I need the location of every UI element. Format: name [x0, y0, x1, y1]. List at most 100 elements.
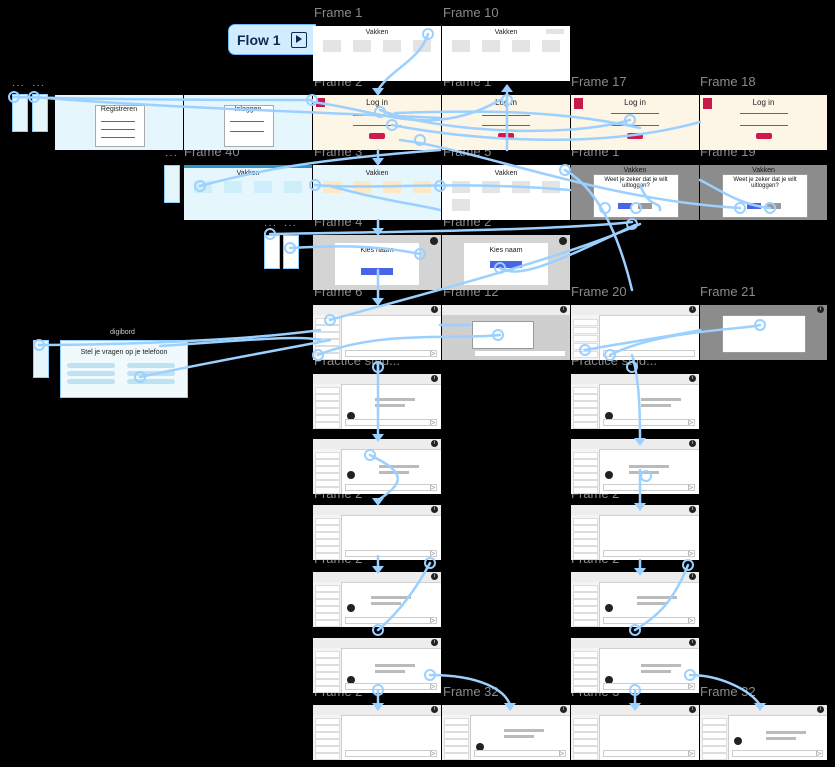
- frame-login[interactable]: Log in: [313, 95, 441, 150]
- digibord-heading: Stel je vragen op je telefoon: [80, 349, 168, 356]
- chat-input[interactable]: [603, 484, 695, 491]
- frame-inloggen[interactable]: Inloggen: [184, 95, 312, 150]
- info-icon[interactable]: i: [431, 306, 438, 313]
- screen-title: Vakken: [752, 167, 775, 174]
- chat-input[interactable]: [603, 419, 695, 426]
- chat-input[interactable]: [345, 750, 437, 757]
- info-icon[interactable]: i: [431, 375, 438, 382]
- info-icon[interactable]: i: [560, 706, 567, 713]
- chat-input[interactable]: [345, 350, 437, 357]
- send-icon[interactable]: ▷: [430, 618, 435, 624]
- info-icon[interactable]: i: [431, 706, 438, 713]
- chat-input[interactable]: [603, 683, 695, 690]
- chat-input[interactable]: [603, 750, 695, 757]
- info-icon[interactable]: i: [431, 639, 438, 646]
- chat-sidebar: [571, 715, 600, 760]
- send-icon[interactable]: ▷: [688, 618, 693, 624]
- frame-chat[interactable]: i▷: [313, 305, 441, 360]
- info-icon[interactable]: i: [689, 573, 696, 580]
- chat-input[interactable]: [345, 419, 437, 426]
- frame-chat[interactable]: i: [442, 305, 570, 360]
- send-icon[interactable]: ▷: [816, 751, 821, 757]
- frame-vakken[interactable]: Vakken: [313, 165, 441, 220]
- info-icon[interactable]: i: [431, 573, 438, 580]
- chat-input[interactable]: [732, 750, 823, 757]
- avatar-icon: [347, 604, 355, 612]
- frame-label[interactable]: Frame 18: [700, 74, 756, 89]
- chat-input[interactable]: [603, 550, 695, 557]
- frame-label[interactable]: Frame 20: [571, 284, 627, 299]
- send-icon[interactable]: ▷: [688, 751, 693, 757]
- frame-label[interactable]: Frame 10: [443, 5, 499, 20]
- frame-chat[interactable]: i▷: [571, 439, 699, 494]
- chat-input[interactable]: [474, 750, 566, 757]
- frame-chat[interactable]: i▷: [442, 705, 570, 760]
- frame-chat[interactable]: i▷: [700, 705, 827, 760]
- frame-chat[interactable]: i▷: [313, 705, 441, 760]
- info-icon[interactable]: i: [817, 706, 824, 713]
- frame-chat[interactable]: i: [571, 305, 699, 360]
- send-icon[interactable]: ▷: [688, 420, 693, 426]
- mobile-frame[interactable]: [264, 235, 280, 269]
- send-icon[interactable]: ▷: [430, 485, 435, 491]
- send-icon[interactable]: ▷: [430, 551, 435, 557]
- frame-vakken[interactable]: Vakken: [442, 165, 570, 220]
- chat-input[interactable]: [603, 350, 695, 357]
- info-icon[interactable]: i: [689, 506, 696, 513]
- send-icon[interactable]: ▷: [688, 485, 693, 491]
- info-icon[interactable]: i: [560, 306, 567, 313]
- cancel-button[interactable]: [638, 203, 652, 209]
- start-button[interactable]: [490, 261, 522, 268]
- frame-label[interactable]: Frame 32: [443, 684, 499, 699]
- confirm-button[interactable]: [618, 203, 632, 209]
- info-icon[interactable]: i: [689, 306, 696, 313]
- send-icon[interactable]: ▷: [688, 551, 693, 557]
- info-icon[interactable]: i: [431, 440, 438, 447]
- frame-label[interactable]: Frame 21: [700, 284, 756, 299]
- frame-logout-modal[interactable]: Vakken Weet je zeker dat je wilt uitlogg…: [700, 165, 827, 220]
- digibord-label: digibord: [110, 329, 135, 336]
- send-icon[interactable]: ▷: [430, 420, 435, 426]
- frame-label[interactable]: Frame 1: [314, 5, 363, 20]
- frame-chat[interactable]: i▷: [571, 638, 699, 693]
- frame-vakken[interactable]: Vakken: [313, 26, 441, 81]
- frame-kies-naam[interactable]: Kies naam: [442, 235, 570, 290]
- send-icon[interactable]: ▷: [430, 751, 435, 757]
- frame-logout-modal[interactable]: Vakken Weet je zeker dat je wilt uitlogg…: [571, 165, 699, 220]
- frame-vakken[interactable]: Vakken: [442, 26, 570, 81]
- avatar-icon: [605, 604, 613, 612]
- info-icon[interactable]: i: [431, 506, 438, 513]
- chat-input[interactable]: [345, 683, 437, 690]
- mobile-frame[interactable]: [32, 94, 48, 132]
- info-icon[interactable]: i: [689, 639, 696, 646]
- modal-question: Weet je zeker dat je wilt uitloggen?: [733, 177, 797, 189]
- send-icon[interactable]: ▷: [688, 684, 693, 690]
- screen-title: Kies naam: [360, 247, 394, 254]
- frame-login[interactable]: Log in: [700, 95, 827, 150]
- frame-chat[interactable]: i▷: [571, 505, 699, 560]
- frame-chat[interactable]: i▷: [571, 572, 699, 627]
- frame-chat[interactable]: i▷: [571, 374, 699, 429]
- frame-chat[interactable]: i▷: [313, 505, 441, 560]
- frame-chat[interactable]: i▷: [313, 439, 441, 494]
- send-icon[interactable]: ▷: [430, 351, 435, 357]
- frame-digibord[interactable]: Stel je vragen op je telefoon: [60, 340, 188, 398]
- info-icon[interactable]: i: [689, 440, 696, 447]
- frame-chat-modal[interactable]: i: [700, 305, 827, 360]
- frame-label[interactable]: Frame 17: [571, 74, 627, 89]
- info-icon[interactable]: i: [817, 306, 824, 313]
- frame-chat[interactable]: i▷: [313, 572, 441, 627]
- chat-input[interactable]: [474, 350, 566, 357]
- frame-registreren[interactable]: Registreren: [55, 95, 183, 150]
- flow-start-button[interactable]: Flow 1: [228, 24, 316, 55]
- send-icon[interactable]: ▷: [559, 751, 564, 757]
- mobile-frame[interactable]: [12, 94, 28, 132]
- chat-input[interactable]: [345, 550, 437, 557]
- info-icon[interactable]: i: [689, 706, 696, 713]
- chat-sidebar: [700, 715, 729, 760]
- send-icon[interactable]: ▷: [430, 684, 435, 690]
- frame-chat[interactable]: i▷: [313, 638, 441, 693]
- mobile-frame[interactable]: [164, 165, 180, 203]
- info-icon[interactable]: i: [689, 375, 696, 382]
